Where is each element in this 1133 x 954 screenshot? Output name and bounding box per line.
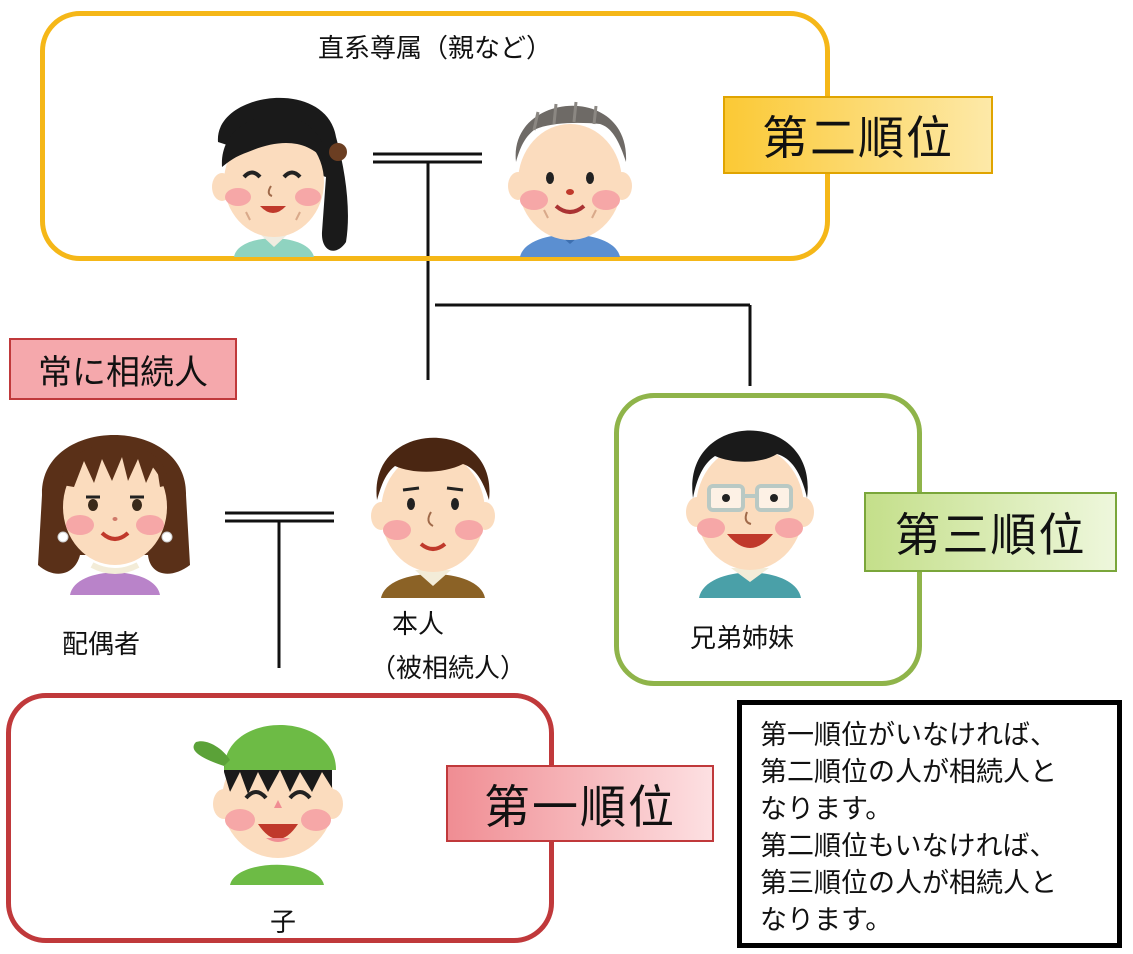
spouse-caption: 配偶者 [62, 630, 141, 660]
self-man-illustration-icon [353, 408, 513, 602]
self-caption-line1: 本人 [392, 610, 445, 640]
self-caption-line2: （被相続人） [370, 654, 527, 684]
third-rank-label: 第三順位 [864, 492, 1117, 572]
always-heir-badge: 常に相続人 [9, 338, 237, 400]
child-cap-boy-illustration-icon [190, 700, 370, 889]
explanation-note-box: 第一順位がいなければ、 第二順位の人が相続人と なります。 第二順位もいなければ… [737, 700, 1122, 948]
second-rank-label: 第二順位 [723, 96, 993, 174]
note-line: 第二順位の人が相続人と [760, 757, 1057, 788]
mother-illustration-icon [196, 82, 356, 261]
note-line: 第三順位の人が相続人と [760, 868, 1057, 899]
first-rank-label: 第一順位 [446, 765, 714, 842]
sibling-caption: 兄弟姉妹 [690, 624, 795, 654]
note-line: 第一順位がいなければ、 [760, 720, 1057, 751]
sibling-glasses-man-illustration-icon [665, 402, 835, 602]
note-line: 第二順位もいなければ、 [760, 831, 1057, 862]
father-illustration-icon [490, 82, 650, 261]
note-line: なります。 [760, 794, 893, 825]
note-line: なります。 [760, 905, 893, 936]
spouse-woman-illustration-icon [30, 405, 200, 599]
ascendants-title: 直系尊属（親など） [318, 34, 553, 64]
child-caption: 子 [270, 908, 297, 938]
